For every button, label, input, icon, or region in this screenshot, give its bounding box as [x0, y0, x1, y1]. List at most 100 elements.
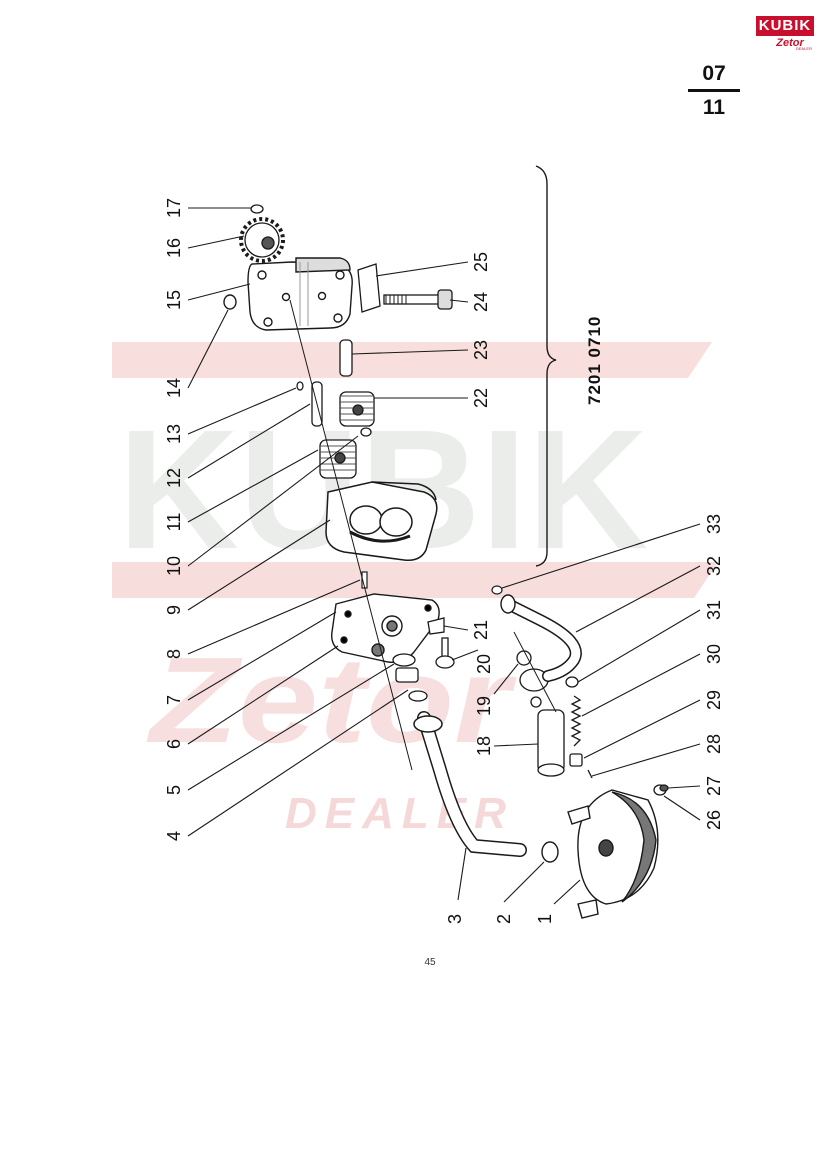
- cotter-pin-28: [587, 769, 593, 779]
- label-8: 8: [164, 649, 184, 659]
- bolt-assembly: [357, 263, 453, 313]
- ring-19: [516, 650, 532, 666]
- pump-body-chamber-1: [349, 505, 383, 535]
- logo-kubik-text: KUBIK: [756, 16, 814, 36]
- circlip: [250, 204, 264, 214]
- delivery-pipe-end: [500, 594, 516, 614]
- tab-washer: [427, 617, 445, 635]
- pump-body-side: [371, 481, 437, 501]
- base-plate-port-2: [371, 643, 385, 657]
- ring-2: [541, 841, 559, 863]
- plunger-31: [565, 676, 579, 688]
- delivery-pipe: [491, 585, 582, 682]
- spring-30: [570, 695, 582, 747]
- leader-26: [663, 795, 701, 821]
- section-number-top: 07: [702, 62, 726, 85]
- label-14: 14: [164, 378, 184, 398]
- drive-gear: [239, 217, 285, 263]
- label-29: 29: [704, 690, 724, 710]
- axis-lines: [289, 299, 557, 771]
- logo-dealer-text: DEALER: [795, 46, 812, 51]
- gear-22-bore: [352, 404, 364, 416]
- watermark-zetor: Zetor: [146, 632, 517, 768]
- drive-gear-bore: [261, 236, 275, 250]
- label-2: 2: [494, 914, 514, 924]
- axis-line-main: [289, 299, 413, 771]
- part-number-labels: 1 2 3 4 5 6 7 8 9 10 11 12 13 14 15 16 1…: [164, 198, 724, 924]
- leader-15: [187, 283, 251, 301]
- leader-lines: [187, 207, 701, 905]
- leader-33: [501, 523, 701, 589]
- label-28: 28: [704, 734, 724, 754]
- bolt-24-head: [437, 289, 453, 310]
- pin-13: [296, 381, 304, 391]
- assembly-code: 7201 0710: [585, 316, 604, 405]
- label-22: 22: [471, 388, 491, 408]
- label-31: 31: [704, 600, 724, 620]
- label-6: 6: [164, 739, 184, 749]
- relief-valve: [516, 650, 593, 779]
- label-15: 15: [164, 290, 184, 310]
- leader-5: [187, 663, 395, 791]
- label-24: 24: [471, 292, 491, 312]
- pump-cover-hole-1: [257, 270, 267, 280]
- drive-gear-teeth: [239, 217, 285, 263]
- pump-body-shade: [349, 530, 411, 543]
- leader-7: [187, 611, 337, 701]
- assembly-bracket: [535, 165, 557, 567]
- union-ring-4: [408, 690, 428, 702]
- pump-cover-shading: [299, 262, 309, 326]
- leader-1: [553, 879, 581, 905]
- seal-ring-5: [392, 653, 416, 667]
- base-plate-port-inner: [386, 620, 398, 632]
- label-21: 21: [471, 620, 491, 640]
- leader-4: [187, 689, 409, 837]
- delivery-pipe-inner: [503, 599, 581, 681]
- label-3: 3: [445, 914, 465, 924]
- strainer-port: [598, 839, 614, 857]
- label-10: 10: [164, 556, 184, 576]
- leader-14: [187, 309, 229, 389]
- leader-18: [493, 743, 539, 747]
- leader-24: [449, 299, 469, 303]
- label-30: 30: [704, 644, 724, 664]
- pump-cover-hole-3: [263, 317, 273, 327]
- pump-cover-hole-4: [333, 313, 343, 323]
- strainer-tab-2: [577, 899, 599, 919]
- bush: [223, 294, 237, 310]
- label-13: 13: [164, 424, 184, 444]
- leader-2: [503, 861, 545, 903]
- key-10: [360, 427, 372, 437]
- pump-cover-hole-6: [317, 291, 327, 301]
- strainer-bolt: [653, 784, 669, 796]
- union-nut-4: [395, 667, 419, 683]
- label-5: 5: [164, 785, 184, 795]
- gear-11-bore: [334, 452, 346, 464]
- leader-31: [577, 609, 701, 683]
- strainer-tab-1: [567, 805, 591, 825]
- label-32: 32: [704, 556, 724, 576]
- leader-16: [187, 235, 245, 249]
- leader-23: [351, 349, 469, 355]
- pump-gears: [319, 391, 375, 479]
- pump-cover-boss: [295, 257, 351, 273]
- bolt-head-27: [659, 784, 669, 792]
- valve-ring: [530, 696, 542, 708]
- page-number: 45: [424, 957, 436, 968]
- label-9: 9: [164, 605, 184, 615]
- leader-19: [493, 663, 519, 695]
- bracket-curve: [535, 165, 557, 567]
- pump-cover-hole-2: [335, 270, 345, 280]
- leader-25: [375, 261, 469, 277]
- bolt-24-thread: [385, 295, 407, 304]
- label-12: 12: [164, 468, 184, 488]
- kubik-zetor-dealer-logo: KUBIK Zetor DEALER: [756, 16, 814, 51]
- leader-9: [187, 519, 331, 611]
- watermark-dealer: DEALER: [285, 789, 514, 838]
- watermark: KUBIK Zetor DEALER: [112, 342, 718, 838]
- suction-pipe-flange: [413, 715, 443, 733]
- bolt-24-shank: [383, 294, 441, 305]
- label-25: 25: [471, 252, 491, 272]
